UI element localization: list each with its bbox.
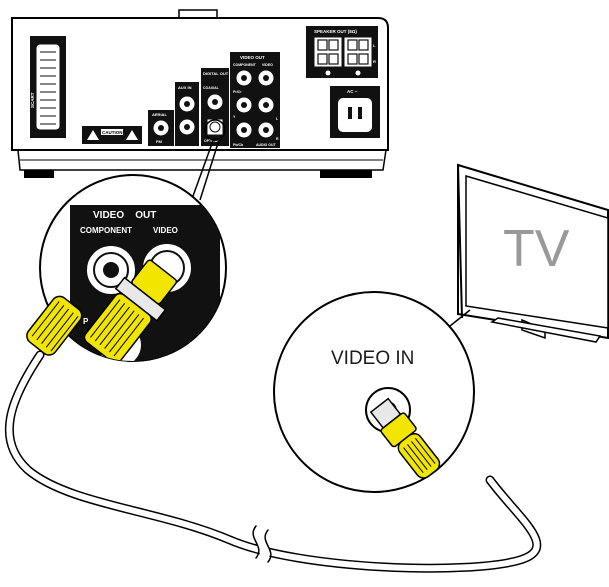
scart-label: SCART [30, 92, 35, 108]
fm-label: FM [156, 139, 162, 144]
zoom-video-out-label: VIDEO OUT [93, 210, 156, 221]
device-rear-panel: SCART CAUTION AERIAL FM AUX IN [12, 10, 388, 178]
video-label: VIDEO [262, 63, 273, 67]
ac-power-socket: AC ~ [330, 86, 380, 138]
pb-cb-label: Pb/Cb [233, 143, 243, 147]
aerial-connector: AERIAL FM [148, 110, 174, 146]
aux-in-connectors: AUX IN [175, 82, 199, 146]
tv-set: TV [458, 165, 608, 342]
speaker-r-label: R [373, 59, 376, 64]
scart-connector: SCART [30, 36, 66, 138]
video-out-connectors: VIDEO OUT COMPONENT VIDEO Pr/Cr Y Pb/Cb … [230, 52, 280, 148]
zoom-p-label: P [83, 317, 89, 326]
tv-label: TV [503, 220, 570, 278]
zoom-component-label: COMPONENT [80, 226, 132, 235]
video-out-label: VIDEO OUT [240, 55, 265, 60]
aux-in-label: AUX IN [178, 85, 192, 90]
speaker-out-label: SPEAKER OUT (8Ω) [314, 29, 357, 34]
caution-text: CAUTION [102, 130, 123, 135]
audio-out-label: AUDIO OUT [256, 143, 277, 147]
digital-out-label: DIGITAL OUT [203, 71, 229, 76]
coaxial-label: COAXIAL [203, 86, 220, 90]
zoom-callout-video-in: VIDEO IN [274, 292, 474, 492]
zoom-video-label: VIDEO [153, 226, 178, 235]
speaker-out-terminals: SPEAKER OUT (8Ω) L R [306, 26, 378, 78]
component-label: COMPONENT [233, 63, 257, 67]
pr-cr-label: Pr/Cr [233, 90, 242, 94]
ac-label: AC ~ [347, 89, 358, 94]
video-in-label: VIDEO IN [331, 348, 414, 369]
caution-label: CAUTION [82, 126, 142, 144]
aerial-label: AERIAL [152, 112, 167, 117]
